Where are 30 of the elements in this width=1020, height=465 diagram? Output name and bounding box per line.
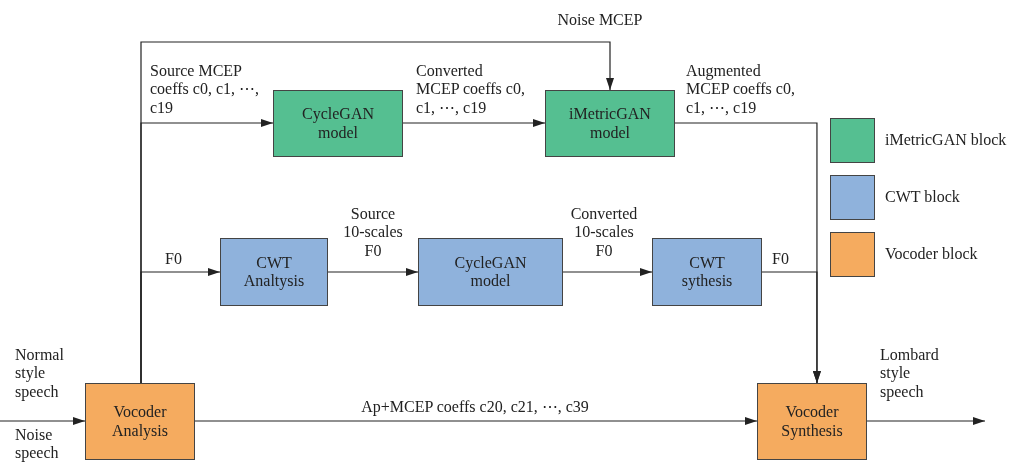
edge-label: F0 [772,250,790,269]
process-box: Vocoder Analysis [85,383,195,460]
edge-label: Noise MCEP [556,11,644,30]
edge-label: Ap+MCEP coeffs c20, c21, ⋯, c39 [360,398,590,417]
arrow [761,271,821,384]
process-box: CWT Analtysis [220,238,328,306]
edge-label: Augmented MCEP coeffs c0, c1, ⋯, c19 [686,62,796,118]
input-label: Noise speech [15,426,60,463]
edge-label: F0 [165,250,183,269]
arrow [402,119,546,127]
arrow [194,417,758,425]
edge-label: Normal style speech [15,346,65,402]
edge-label: Lombard style speech [880,346,940,402]
process-box: Vocoder Synthesis [757,383,867,460]
legend-text: CWT block [885,188,960,207]
process-box: CycleGAN model [273,90,403,157]
process-box: CWT sythesis [652,238,762,306]
legend-text: iMetricGAN block [885,131,1007,150]
arrow [140,268,221,384]
arrow [562,268,653,276]
arrow [327,268,419,276]
edge-label: Source MCEP coeffs c0, c1, ⋯, c19 [150,62,260,118]
process-box: iMetricGAN model [545,90,675,157]
edge-label: Converted 10-scales F0 [569,205,639,261]
arrow [0,417,86,425]
edge-label: Source 10-scales F0 [342,205,404,261]
process-box: CycleGAN model [418,238,563,306]
arrow [866,417,986,425]
legend-text: Vocoder block [885,245,978,264]
edge-label: Converted MCEP coeffs c0, c1, ⋯, c19 [416,62,526,118]
